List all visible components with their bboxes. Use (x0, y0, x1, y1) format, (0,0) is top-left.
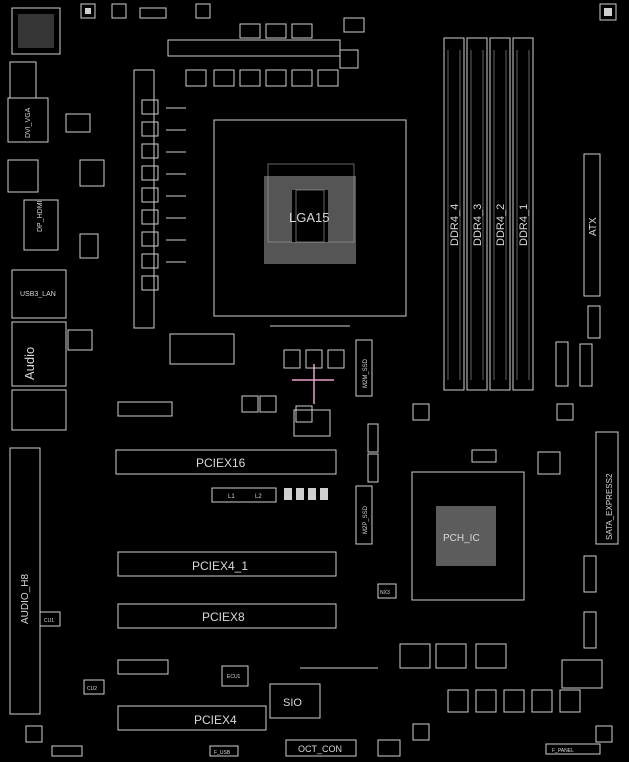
f-usb-label: F_USB (214, 750, 231, 756)
usb-lan-label: USB3_LAN (20, 291, 56, 298)
pciex16-label: PCIEX16 (196, 456, 246, 470)
pch-label: PCH_IC (443, 533, 480, 544)
sata-express: SATA_EXPRESS2 (583, 431, 619, 649)
audio-label: Audio (22, 347, 37, 380)
dimm-a2-label: DDR4_3 (472, 204, 484, 246)
pcie-slots: PCIEX16 PCIEX4_1 PCIEX8 PCIEX4 L1 L2 (115, 449, 337, 731)
dimm-b2-label: DDR4_1 (518, 204, 530, 246)
dimm-b1-label: DDR4_2 (495, 204, 507, 246)
mounting-holes (25, 3, 617, 743)
audio-hd-label: AUDIO_H8 (20, 574, 31, 624)
reference-marker (292, 364, 334, 404)
cu2-label: CU2 (87, 686, 97, 692)
pciex8-label: PCIEX8 (202, 610, 245, 624)
ecu-label: ECU1 (227, 674, 241, 680)
m2-b-label: M2P_SSD (363, 505, 369, 534)
cpu-socket-label: LGA15 (289, 210, 329, 225)
sio-area: SIO ECU1 OCT_CON F_USB F_PANEL (51, 665, 601, 757)
dp-label: DP_HDMI (37, 200, 44, 232)
pch-chip: PCH_IC NX3 (377, 449, 561, 601)
top-vrm-row (167, 17, 365, 87)
audio-header: AUDIO_H8 CU1 CU2 (9, 447, 105, 715)
m2-connectors: M2M_SSD M2P_SSD (355, 339, 379, 545)
l2-label: L2 (255, 494, 262, 500)
dimm-slots: DDR4_4 DDR4_3 DDR4_2 DDR4_1 (443, 37, 534, 391)
m2-a-label: M2M_SSD (363, 358, 369, 388)
dimm-a1-label: DDR4_4 (449, 204, 461, 246)
pciex4-label: PCIEX4 (194, 713, 237, 727)
vrm-column (65, 69, 186, 329)
cpu-socket: LGA15 (213, 119, 407, 327)
f-panel-label: F_PANEL (552, 748, 574, 754)
sio-label: SIO (283, 697, 302, 709)
bottom-right-cluster (399, 643, 603, 713)
vga-label: DVI_VGA (25, 107, 32, 138)
oct-con-label: OCT_CON (298, 744, 342, 754)
cu1-label: CU1 (44, 618, 54, 624)
l1-label: L1 (228, 494, 235, 500)
nx-label: NX3 (380, 590, 390, 596)
io-shield-area: DP_HDMI DVI_VGA USB3_LAN Audio (7, 7, 67, 431)
atx-label: ATX (588, 217, 599, 236)
atx-connector: ATX (555, 153, 601, 387)
pciex4-1-label: PCIEX4_1 (192, 559, 248, 573)
sata-label: SATA_EXPRESS2 (605, 473, 614, 540)
mid-components (67, 329, 345, 437)
